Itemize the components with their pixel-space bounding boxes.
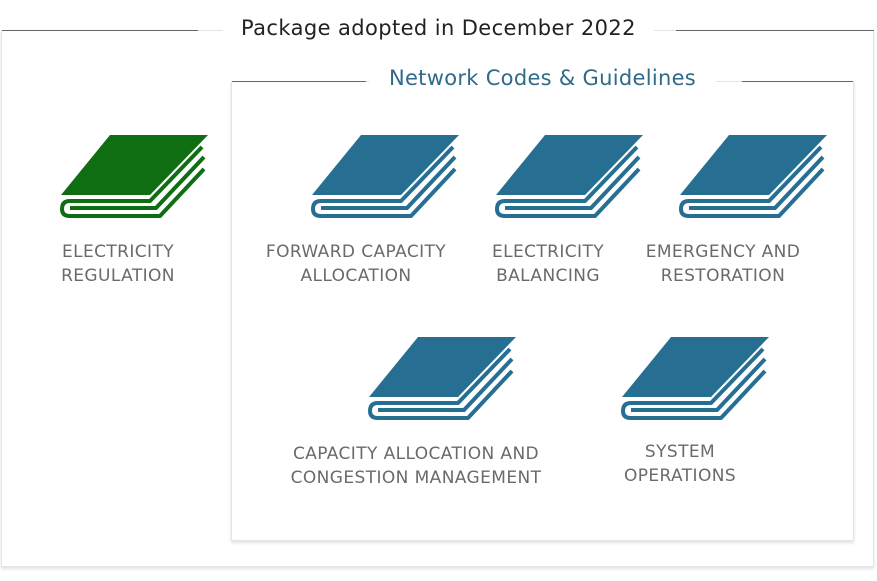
system-operations-label-line2: OPERATIONS [623, 466, 737, 486]
package-title: Package adopted in December 2022 [0, 16, 877, 40]
electricity-balancing-label-line2: BALANCING [496, 266, 600, 286]
regulation-label-line2: REGULATION [61, 266, 175, 286]
book-icon [621, 335, 771, 425]
forward-capacity-label-line1: FORWARD CAPACITY [265, 242, 447, 262]
book-icon [311, 133, 461, 223]
electricity-balancing-label-line1: ELECTRICITY [491, 242, 605, 262]
book-icon [368, 335, 518, 425]
book-icon [679, 133, 829, 223]
cacm-label: CAPACITY ALLOCATION AND CONGESTION MANAG… [266, 442, 566, 490]
cacm-label-line1: CAPACITY ALLOCATION AND [292, 444, 540, 464]
network-codes-title-text: Network Codes & Guidelines [368, 66, 717, 90]
package-title-text: Package adopted in December 2022 [223, 16, 654, 40]
package-title-rule-left [2, 30, 198, 31]
electricity-balancing-label: ELECTRICITY BALANCING [468, 240, 628, 288]
network-codes-title: Network Codes & Guidelines [231, 66, 854, 90]
package-title-rule-right [676, 30, 874, 31]
emergency-restoration-label-line2: RESTORATION [660, 266, 786, 286]
regulation-label: ELECTRICITY REGULATION [18, 240, 218, 288]
system-operations-label: SYSTEM OPERATIONS [600, 440, 760, 488]
system-operations-label-line1: SYSTEM [644, 442, 716, 462]
emergency-restoration-label: EMERGENCY AND RESTORATION [628, 240, 818, 288]
emergency-restoration-label-line1: EMERGENCY AND [645, 242, 801, 262]
book-icon [495, 133, 645, 223]
network-title-rule-left [232, 81, 366, 82]
network-title-rule-right [742, 81, 853, 82]
book-icon [60, 133, 210, 223]
forward-capacity-label: FORWARD CAPACITY ALLOCATION [246, 240, 466, 288]
regulation-label-line1: ELECTRICITY [61, 242, 175, 262]
cacm-label-line2: CONGESTION MANAGEMENT [290, 468, 542, 488]
forward-capacity-label-line2: ALLOCATION [300, 266, 412, 286]
